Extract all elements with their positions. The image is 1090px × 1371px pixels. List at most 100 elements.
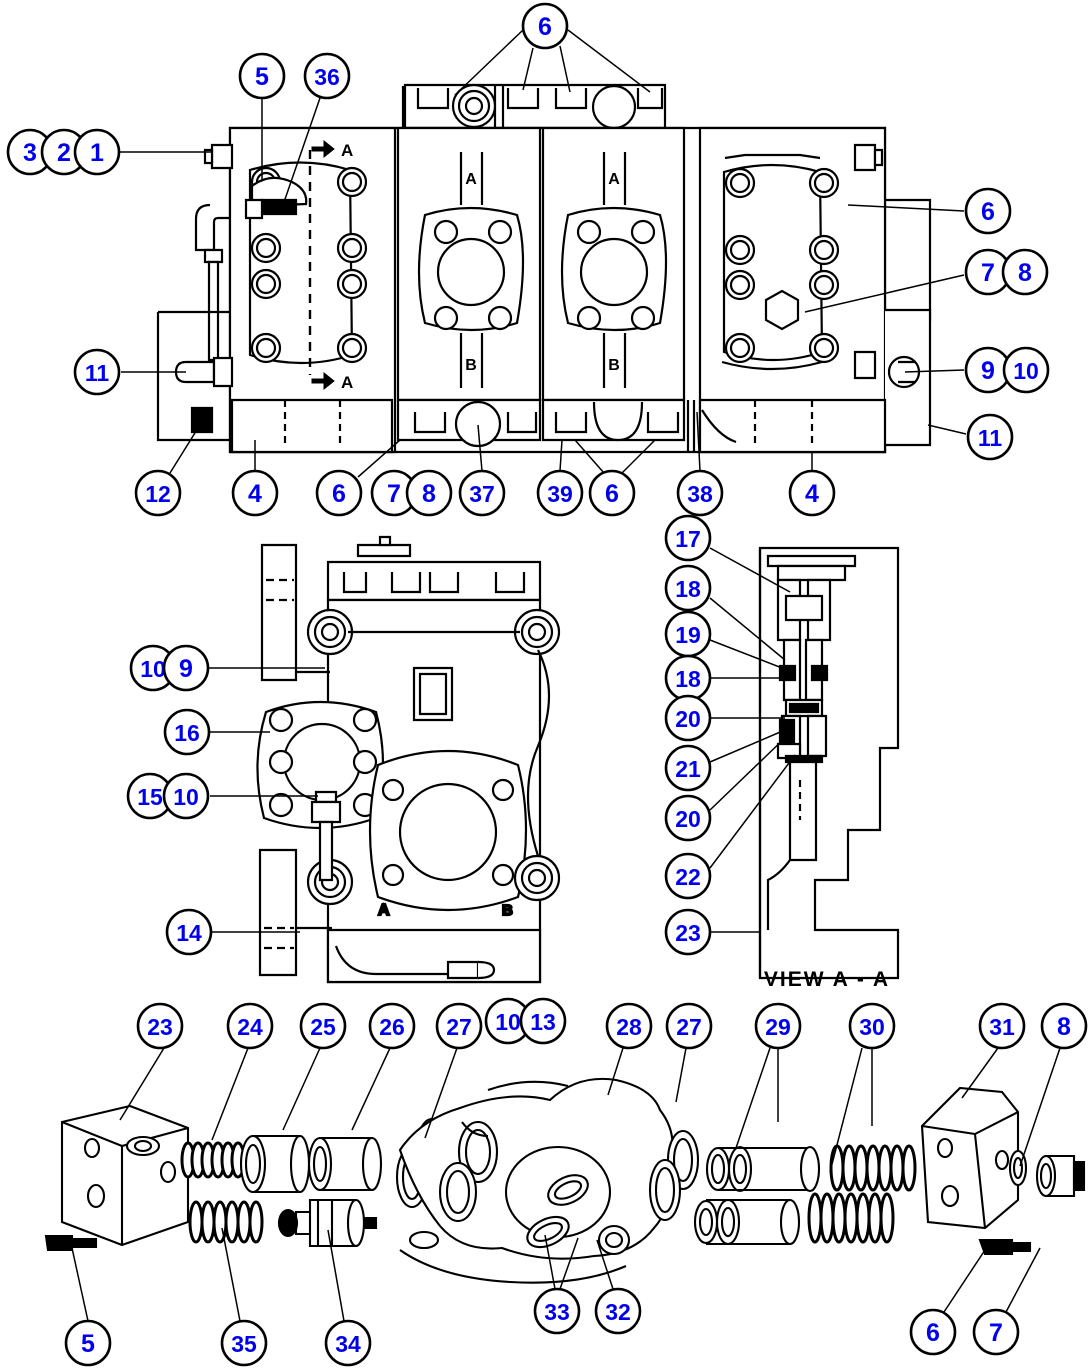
callout-circle — [664, 694, 712, 742]
callout-10[interactable]: 10 — [129, 644, 177, 692]
callout-4[interactable]: 4 — [788, 469, 836, 517]
callout-6[interactable]: 6 — [964, 187, 1012, 235]
callout-number: 5 — [81, 1330, 95, 1358]
callout-number: 15 — [137, 784, 163, 810]
callout-21[interactable]: 21 — [664, 744, 712, 792]
callout-circle — [605, 1002, 653, 1050]
callout-7[interactable]: 7 — [370, 469, 418, 517]
callout-16[interactable]: 16 — [163, 708, 211, 756]
callout-7[interactable]: 7 — [972, 1308, 1020, 1356]
callout-number: 6 — [926, 1319, 940, 1347]
callout-8[interactable]: 8 — [405, 469, 453, 517]
callout-31[interactable]: 31 — [978, 1002, 1026, 1050]
callout-circle — [231, 469, 279, 517]
callout-circle — [966, 413, 1014, 461]
callout-34[interactable]: 34 — [324, 1319, 372, 1367]
callout-number: 24 — [237, 1014, 263, 1040]
callout-24[interactable]: 24 — [226, 1002, 274, 1050]
callout-30[interactable]: 30 — [848, 1002, 896, 1050]
callout-number: 8 — [1057, 1013, 1071, 1041]
callout-23[interactable]: 23 — [136, 1002, 184, 1050]
callout-13[interactable]: 13 — [519, 997, 567, 1045]
callout-14[interactable]: 14 — [165, 908, 213, 956]
callout-17[interactable]: 17 — [664, 514, 712, 562]
callout-5[interactable]: 5 — [238, 52, 286, 100]
port-b-label-1: B — [465, 357, 477, 374]
callout-circle — [1002, 346, 1050, 394]
svg-text:B: B — [502, 902, 513, 919]
callout-number: 10 — [173, 784, 199, 810]
callout-6[interactable]: 6 — [588, 469, 636, 517]
callout-4[interactable]: 4 — [231, 469, 279, 517]
callout-35[interactable]: 35 — [220, 1319, 268, 1367]
callout-circle — [220, 1319, 268, 1367]
view-aa-assembly — [758, 546, 900, 980]
callout-37[interactable]: 37 — [458, 469, 506, 517]
callout-11[interactable]: 11 — [966, 413, 1014, 461]
leader-line-7 — [1005, 1247, 1041, 1313]
callout-23[interactable]: 23 — [664, 908, 712, 956]
callout-9[interactable]: 9 — [964, 346, 1012, 394]
callout-8[interactable]: 8 — [1040, 1002, 1088, 1050]
callout-6[interactable]: 6 — [521, 2, 569, 50]
spring-24 — [180, 1141, 246, 1179]
callout-38[interactable]: 38 — [676, 469, 724, 517]
callout-circle — [521, 2, 569, 50]
callout-27[interactable]: 27 — [665, 1002, 713, 1050]
callout-20[interactable]: 20 — [664, 794, 712, 842]
callout-36[interactable]: 36 — [303, 52, 351, 100]
callout-26[interactable]: 26 — [368, 1002, 416, 1050]
callout-circle — [1001, 248, 1049, 296]
callout-29[interactable]: 29 — [754, 1002, 802, 1050]
callout-19[interactable]: 19 — [664, 610, 712, 658]
callout-32[interactable]: 32 — [594, 1287, 642, 1335]
callout-22[interactable]: 22 — [664, 852, 712, 900]
svg-text:A: A — [341, 141, 353, 160]
leader-line-6 — [567, 29, 651, 93]
callout-number: 18 — [675, 666, 701, 692]
callout-25[interactable]: 25 — [299, 1002, 347, 1050]
callout-1[interactable]: 1 — [73, 128, 121, 176]
callout-6[interactable]: 6 — [315, 469, 363, 517]
callout-11[interactable]: 11 — [73, 348, 121, 396]
callout-number: 9 — [179, 655, 193, 683]
callout-18[interactable]: 18 — [664, 654, 712, 702]
callout-9[interactable]: 9 — [162, 644, 210, 692]
callout-circle — [315, 469, 363, 517]
leader-line-31 — [961, 1047, 999, 1099]
callout-circle — [238, 52, 286, 100]
callout-10[interactable]: 10 — [1002, 346, 1050, 394]
callout-28[interactable]: 28 — [605, 1002, 653, 1050]
callout-number: 30 — [859, 1014, 885, 1040]
callout-circle — [848, 1002, 896, 1050]
callout-6[interactable]: 6 — [909, 1308, 957, 1356]
callout-circle — [64, 1319, 112, 1367]
callout-circle — [435, 1002, 483, 1050]
svg-text:A: A — [378, 902, 390, 919]
callout-39[interactable]: 39 — [536, 469, 584, 517]
callout-20[interactable]: 20 — [664, 694, 712, 742]
callout-8[interactable]: 8 — [1001, 248, 1049, 296]
callout-10[interactable]: 10 — [484, 997, 532, 1045]
callout-2[interactable]: 2 — [40, 128, 88, 176]
callout-10[interactable]: 10 — [162, 772, 210, 820]
callout-number: 35 — [231, 1331, 257, 1357]
callout-number: 3 — [23, 139, 37, 167]
callout-circle — [664, 908, 712, 956]
spring-30b — [807, 1192, 895, 1244]
callout-27[interactable]: 27 — [435, 1002, 483, 1050]
callout-12[interactable]: 12 — [134, 469, 182, 517]
callout-3[interactable]: 3 — [6, 128, 54, 176]
callout-number: 23 — [147, 1014, 173, 1040]
callout-number: 23 — [675, 920, 701, 946]
callout-circle — [324, 1319, 372, 1367]
callout-circle — [519, 997, 567, 1045]
callout-33[interactable]: 33 — [533, 1287, 581, 1335]
section-arrow-a-top: A — [311, 139, 353, 160]
callout-15[interactable]: 15 — [126, 772, 174, 820]
callout-5[interactable]: 5 — [64, 1319, 112, 1367]
leader-line-32 — [596, 1239, 614, 1290]
callout-18[interactable]: 18 — [664, 564, 712, 612]
callout-number: 33 — [544, 1299, 570, 1325]
